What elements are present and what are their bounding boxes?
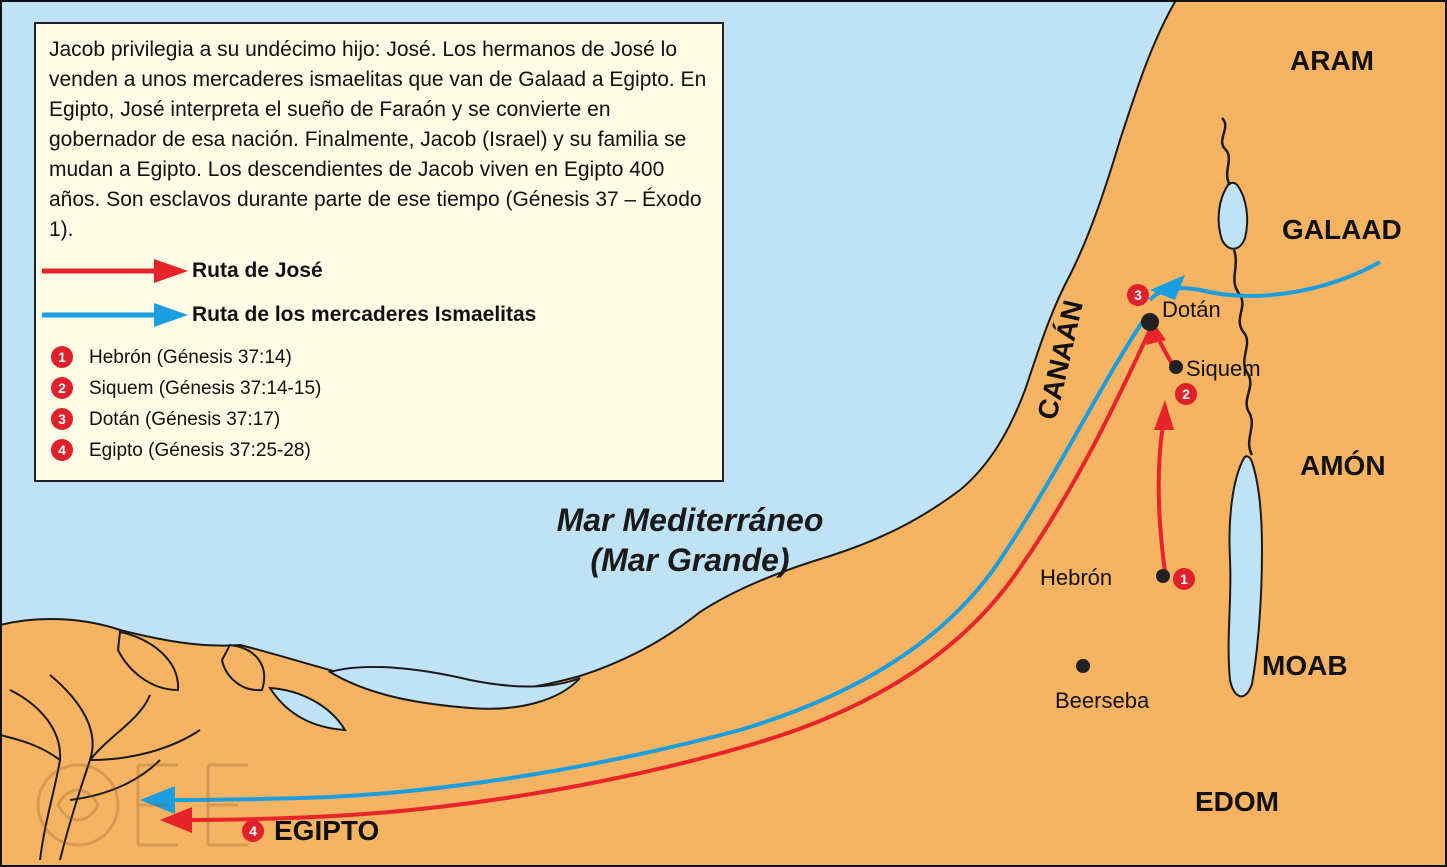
marker-badge: 4: [51, 439, 73, 461]
city-dot-beerseba: [1076, 659, 1090, 673]
city-dot-hebron: [1156, 569, 1170, 583]
map-marker-3: 3: [1127, 284, 1149, 306]
sea-of-galilee: [1217, 181, 1249, 250]
legend-text: Hebrón (Génesis 37:14): [89, 347, 292, 368]
marker-badge: 1: [51, 346, 73, 368]
info-box: Jacob privilegia a su undécimo hijo: Jos…: [34, 22, 724, 482]
lagoon: [268, 686, 347, 732]
legend-item: 1 Hebrón (Génesis 37:14): [51, 346, 292, 372]
legend-item: 4 Egipto (Génesis 37:25-28): [51, 439, 311, 465]
legend-text: Egipto (Génesis 37:25-28): [89, 440, 311, 461]
region-moab: MOAB: [1262, 650, 1348, 681]
city-beerseba: Beerseba: [1055, 688, 1150, 713]
region-amon: AMÓN: [1300, 450, 1386, 481]
jordan-river: [1220, 117, 1254, 456]
lagoon: [327, 665, 581, 710]
delta-land: [220, 643, 266, 692]
legend-text: Siquem (Génesis 37:14-15): [89, 378, 322, 399]
jose-arrowhead: [1154, 400, 1174, 430]
intro-text: Jacob privilegia a su undécimo hijo: Jos…: [49, 38, 707, 241]
region-edom: EDOM: [1195, 786, 1279, 817]
blue-arrow-icon: [42, 303, 188, 327]
region-galaad: GALAAD: [1282, 214, 1402, 245]
city-dot-siquem: [1169, 360, 1183, 374]
marker-badge: 3: [51, 408, 73, 430]
ismaelite-arrowhead: [1150, 275, 1185, 300]
legend-item: 2 Siquem (Génesis 37:14-15): [51, 377, 321, 403]
map-marker-2: 2: [1175, 383, 1197, 405]
city-hebron: Hebrón: [1040, 565, 1113, 590]
jose-arrowhead: [160, 807, 192, 833]
sea-label: Mar Mediterráneo (Mar Grande): [440, 500, 940, 580]
ismaelite-arrowhead: [140, 786, 175, 814]
red-arrow-icon: [42, 259, 188, 283]
jose-route: [179, 329, 1152, 822]
route-jose-label: Ruta de José: [192, 259, 323, 282]
city-dotan: Dotán: [1162, 297, 1221, 322]
sea-name: Mar Mediterráneo: [556, 502, 824, 538]
marker-badge: 2: [51, 377, 73, 399]
legend-item: 3 Dotán (Génesis 37:17): [51, 408, 280, 434]
city-siquem: Siquem: [1186, 356, 1261, 381]
dead-sea: [1227, 455, 1264, 698]
route-ismaelitas-label: Ruta de los mercaderes Ismaelitas: [192, 303, 537, 326]
city-dot-dotan: [1141, 313, 1159, 331]
jose-route: [1156, 424, 1167, 573]
sea-subname: (Mar Grande): [590, 542, 790, 578]
map-marker-4: 4: [242, 820, 264, 842]
region-egipto: EGIPTO: [274, 815, 380, 846]
nile-delta: [0, 674, 201, 861]
region-aram: ARAM: [1290, 45, 1374, 76]
legend-text: Dotán (Génesis 37:17): [89, 409, 281, 430]
map-marker-1: 1: [1173, 568, 1195, 590]
delta-land: [116, 630, 180, 692]
ismaelite-route: [149, 316, 1147, 802]
watermark-emblem: [36, 763, 248, 847]
